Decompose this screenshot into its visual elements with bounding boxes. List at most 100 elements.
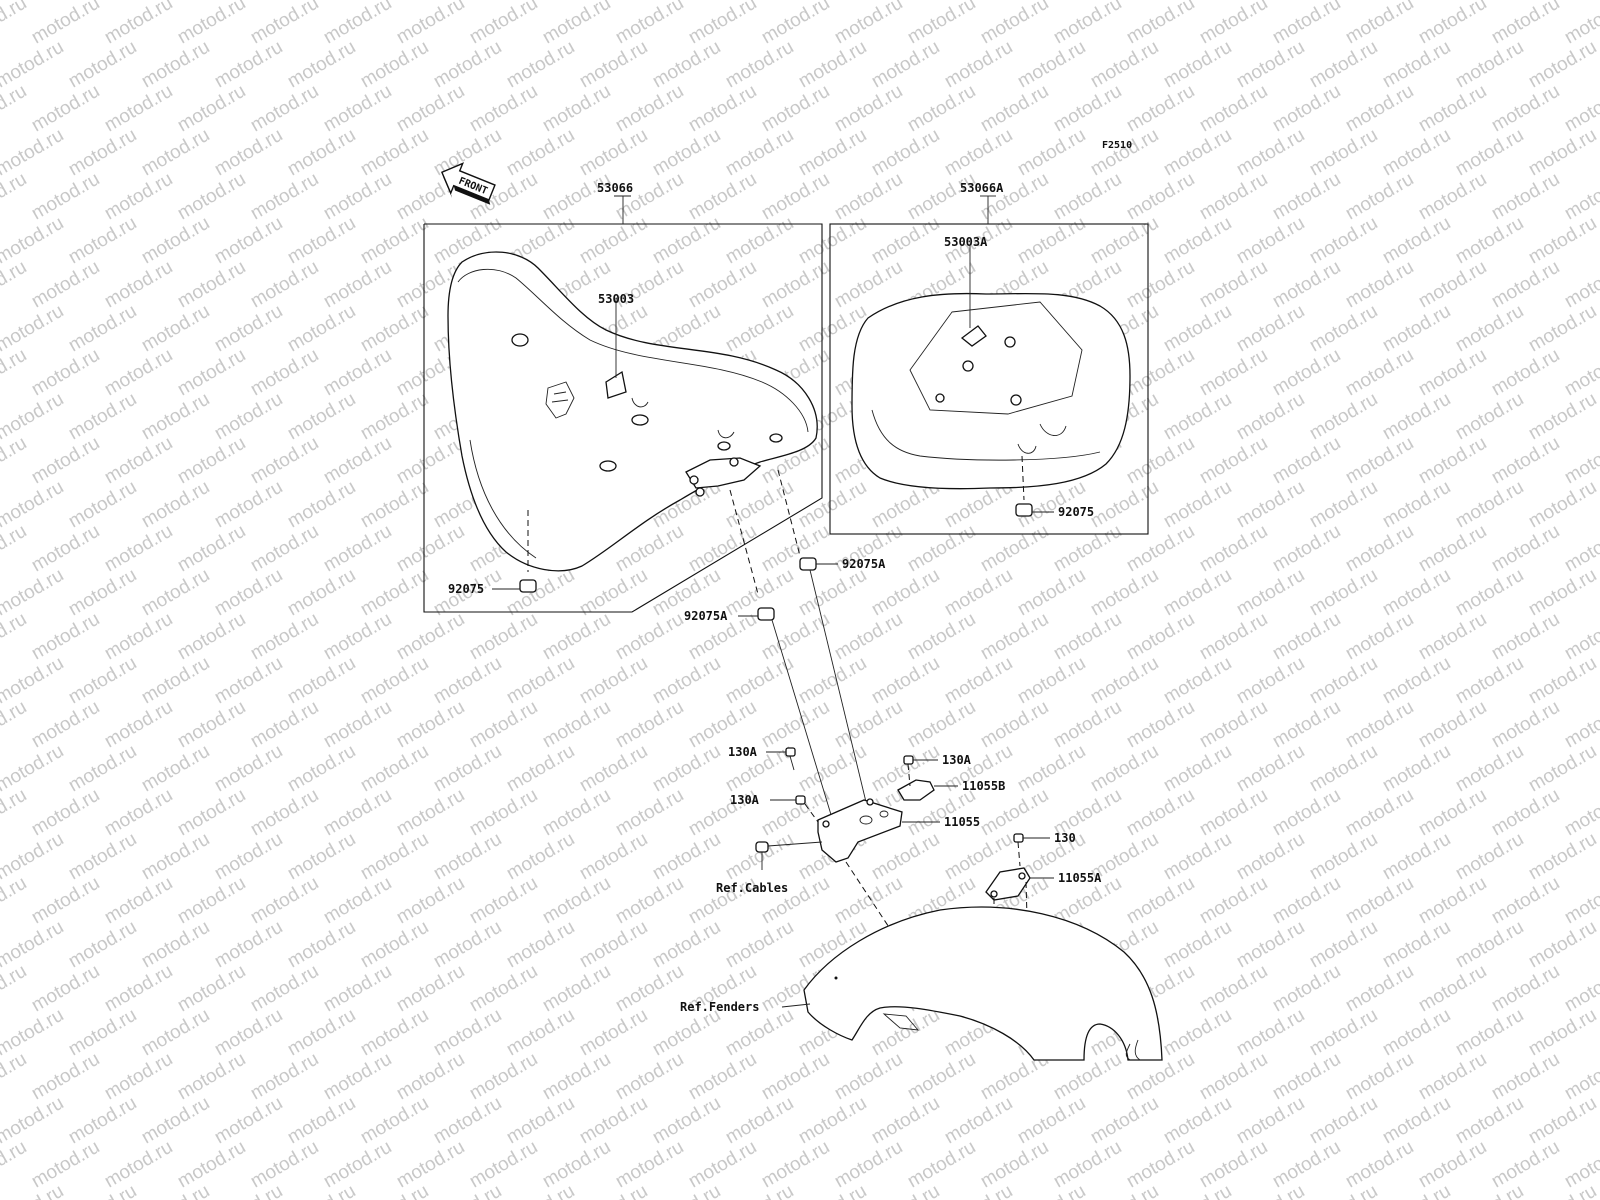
- watermark-text: motod.ru: [174, 785, 249, 841]
- watermark-text: motod.ru: [466, 0, 541, 48]
- watermark-text: motod.ru: [1415, 1049, 1490, 1105]
- label-92075A-upper: 92075A: [842, 557, 886, 571]
- watermark-text: motod.ru: [722, 37, 797, 93]
- watermark-text: motod.ru: [1561, 961, 1600, 1017]
- watermark-text: motod.ru: [247, 873, 322, 929]
- watermark-text: motod.ru: [977, 0, 1052, 48]
- watermark-text: motod.ru: [357, 829, 432, 885]
- watermark-text: motod.ru: [393, 785, 468, 841]
- watermark-text: motod.ru: [649, 37, 724, 93]
- watermark-text: motod.ru: [1087, 741, 1162, 797]
- label-11055: 11055: [944, 815, 980, 829]
- watermark-text: motod.ru: [977, 1137, 1052, 1193]
- watermark-text: motod.ru: [0, 521, 30, 577]
- watermark-text: motod.ru: [722, 829, 797, 885]
- watermark-text: motod.ru: [1452, 1093, 1527, 1149]
- watermark-text: motod.ru: [1415, 697, 1490, 753]
- watermark-text: motod.ru: [1014, 741, 1089, 797]
- watermark-text: motod.ru: [722, 477, 797, 533]
- watermark-text: motod.ru: [1160, 301, 1235, 357]
- watermark-text: motod.ru: [1269, 433, 1344, 489]
- watermark-text: motod.ru: [138, 477, 213, 533]
- watermark-text: motod.ru: [503, 829, 578, 885]
- watermark-text: motod.ru: [1160, 653, 1235, 709]
- watermark-text: motod.ru: [1014, 125, 1089, 181]
- watermark-text: motod.ru: [1123, 433, 1198, 489]
- watermark-text: motod.ru: [1196, 785, 1271, 841]
- watermark-text: motod.ru: [1306, 565, 1381, 621]
- watermark-text: motod.ru: [211, 37, 286, 93]
- watermark-text: motod.ru: [1415, 169, 1490, 225]
- watermark-text: motod.ru: [649, 653, 724, 709]
- watermark-text: motod.ru: [320, 345, 395, 401]
- watermark-text: motod.ru: [576, 653, 651, 709]
- bracket-assembly: 11055 11055B 130A 130A 130A Ref.Cables: [716, 745, 1005, 952]
- watermark-text: motod.ru: [1525, 565, 1600, 621]
- watermark-text: motod.ru: [284, 1005, 359, 1061]
- watermark-text: motod.ru: [138, 653, 213, 709]
- watermark-text: motod.ru: [576, 741, 651, 797]
- watermark-text: motod.ru: [612, 609, 687, 665]
- watermark-text: motod.ru: [539, 81, 614, 137]
- watermark-text: motod.ru: [247, 609, 322, 665]
- watermark-text: motod.ru: [1306, 1181, 1381, 1200]
- watermark-text: motod.ru: [1342, 81, 1417, 137]
- watermark-text: motod.ru: [758, 169, 833, 225]
- watermark-text: motod.ru: [503, 741, 578, 797]
- watermark-text: motod.ru: [247, 1049, 322, 1105]
- watermark-text: motod.ru: [430, 829, 505, 885]
- watermark-text: motod.ru: [28, 257, 103, 313]
- rear-seat: [851, 292, 1131, 490]
- watermark-text: motod.ru: [1525, 125, 1600, 181]
- watermark-text: motod.ru: [1233, 741, 1308, 797]
- watermark-text: motod.ru: [393, 697, 468, 753]
- watermark-text: motod.ru: [138, 301, 213, 357]
- watermark-text: motod.ru: [101, 521, 176, 577]
- watermark-text: motod.ru: [1415, 609, 1490, 665]
- watermark-text: motod.ru: [1561, 873, 1600, 929]
- watermark-text: motod.ru: [722, 917, 797, 973]
- watermark-text: motod.ru: [1087, 37, 1162, 93]
- watermark-text: motod.ru: [1342, 521, 1417, 577]
- watermark-text: motod.ru: [211, 301, 286, 357]
- watermark-text: motod.ru: [1196, 961, 1271, 1017]
- watermark-text: motod.ru: [1233, 1093, 1308, 1149]
- watermark-text: motod.ru: [795, 37, 870, 93]
- watermark-text: motod.ru: [1488, 785, 1563, 841]
- watermark-text: motod.ru: [1342, 961, 1417, 1017]
- watermark-text: motod.ru: [904, 697, 979, 753]
- watermark-text: motod.ru: [1196, 257, 1271, 313]
- watermark-text: motod.ru: [649, 125, 724, 181]
- watermark-text: motod.ru: [284, 829, 359, 885]
- watermark-text: motod.ru: [1196, 1049, 1271, 1105]
- watermark-text: motod.ru: [357, 917, 432, 973]
- cable-clamp: [755, 841, 769, 853]
- watermark-text: motod.ru: [1525, 829, 1600, 885]
- watermark-text: motod.ru: [138, 1093, 213, 1149]
- watermark-text: motod.ru: [1561, 609, 1600, 665]
- watermark-text: motod.ru: [1415, 521, 1490, 577]
- watermark-text: motod.ru: [1415, 873, 1490, 929]
- watermark-text: motod.ru: [722, 301, 797, 357]
- watermark-text: motod.ru: [65, 477, 140, 533]
- watermark-text: motod.ru: [1087, 477, 1162, 533]
- watermark-text: motod.ru: [1415, 257, 1490, 313]
- front-direction-arrow: FRONT: [440, 162, 496, 205]
- watermark-text: motod.ru: [831, 873, 906, 929]
- watermark-text: motod.ru: [539, 961, 614, 1017]
- watermark-text: motod.ru: [1415, 1137, 1490, 1193]
- watermark-text: motod.ru: [1342, 873, 1417, 929]
- watermark-text: motod.ru: [466, 609, 541, 665]
- watermark-text: motod.ru: [1306, 653, 1381, 709]
- watermark-text: motod.ru: [1269, 873, 1344, 929]
- watermark-text: motod.ru: [685, 697, 760, 753]
- watermark-text: motod.ru: [539, 697, 614, 753]
- watermark-text: motod.ru: [0, 873, 30, 929]
- watermark-text: motod.ru: [1342, 609, 1417, 665]
- watermark-text: motod.ru: [1123, 873, 1198, 929]
- watermark-text: motod.ru: [1488, 0, 1563, 48]
- watermark-text: motod.ru: [795, 1093, 870, 1149]
- watermark-text: motod.ru: [1452, 1181, 1527, 1200]
- watermark-text: motod.ru: [1050, 81, 1125, 137]
- watermark-text: motod.ru: [1525, 37, 1600, 93]
